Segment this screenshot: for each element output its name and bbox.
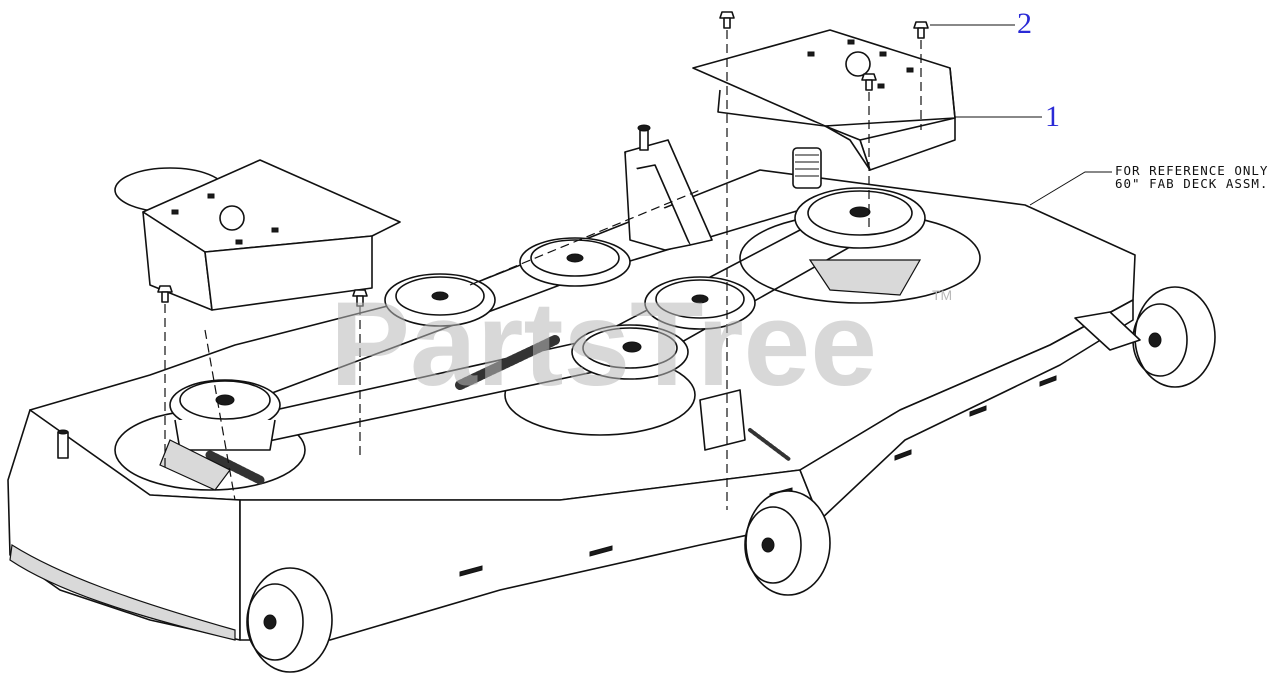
assembly-guide-lines [164,30,922,510]
bolt-hardware [157,11,929,307]
wheel-rear-right [1074,286,1216,388]
pulley-center-front [571,324,689,380]
reference-note: FOR REFERENCE ONLY 60" FAB DECK ASSM. [1029,163,1268,206]
watermark-text: PartsTree [330,277,877,411]
tension-spring [205,335,792,485]
idler-bracket [159,389,746,491]
height-adjust-bracket [624,124,713,251]
callout-1-group[interactable]: 1 [955,100,1060,133]
reference-note-line1: FOR REFERENCE ONLY [1115,163,1268,178]
callout-1: 1 [1045,100,1060,133]
spindle-cap [792,147,822,189]
wheel-front-center [744,490,831,596]
pulley-front-left [169,379,281,451]
watermark-trademark: TM [932,287,952,303]
wheel-front-left [246,567,333,673]
belt-cover-left-reference [142,159,401,311]
callout-2-group[interactable]: 2 [930,7,1032,40]
pulley-center-rear [519,237,631,287]
watermark: PartsTree TM [330,277,952,411]
reference-note-line2: 60" FAB DECK ASSM. [1115,176,1268,191]
pulley-right-spindle [794,187,926,296]
pulley-idler-left [384,273,496,327]
belt-cover-right [692,29,956,171]
callout-2: 2 [1017,7,1032,40]
